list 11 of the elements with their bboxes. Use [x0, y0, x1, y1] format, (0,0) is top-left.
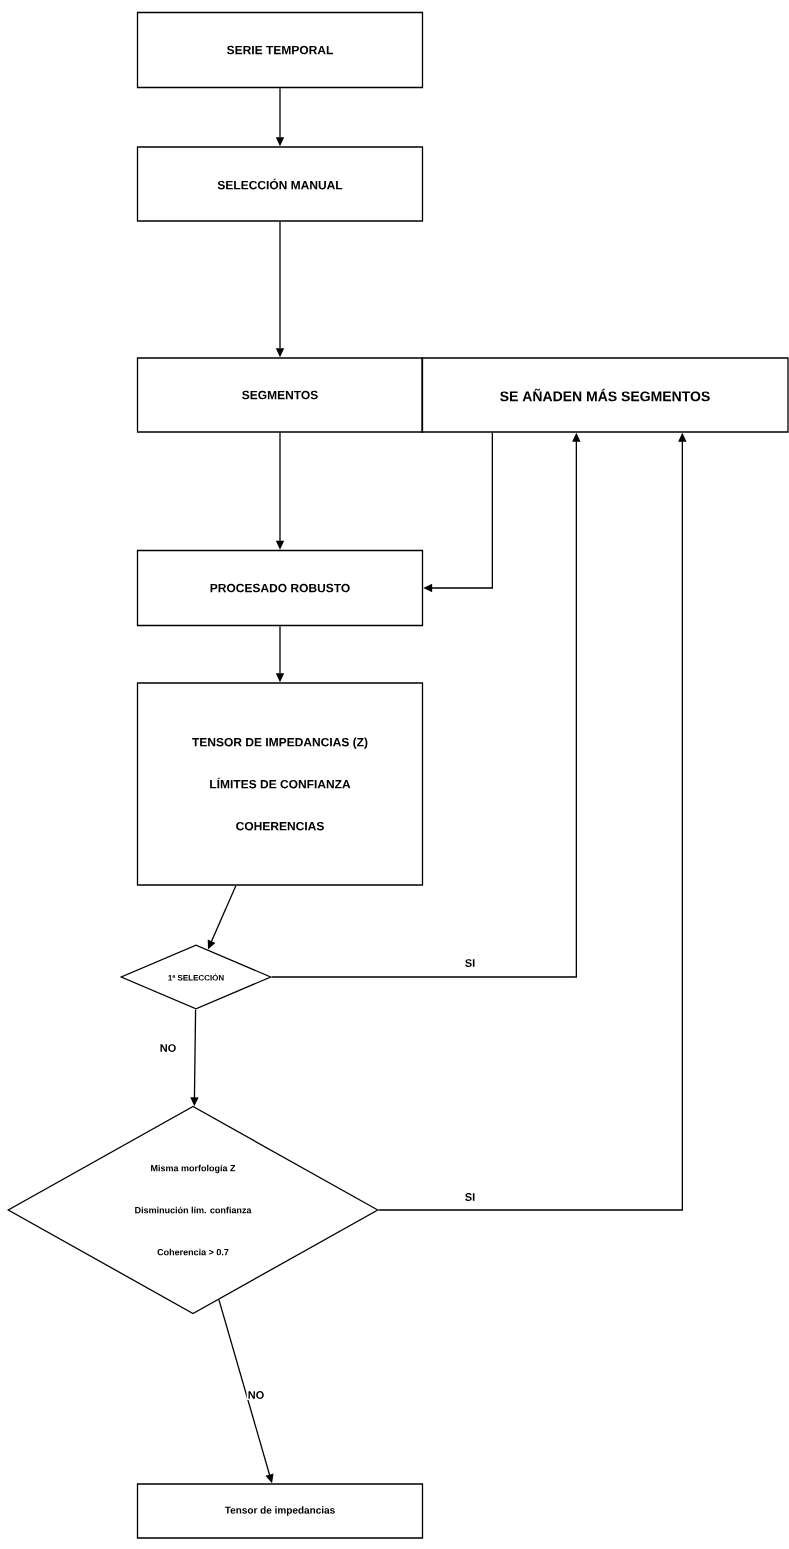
- edge-label: SI: [463, 1192, 477, 1202]
- process-box: SEGMENTOS: [136, 357, 424, 433]
- process-box: TENSOR DE IMPEDANCIAS (Z) LÍMITES DE CONFIANZA COHERENCIAS: [136, 682, 424, 886]
- process-box: PROCESADO ROBUSTO: [136, 549, 424, 627]
- edge-label: SI: [463, 958, 477, 968]
- process-box: SERIE TEMPORAL: [136, 11, 424, 89]
- process-box: SE AÑADEN MÁS SEGMENTOS: [421, 357, 789, 433]
- process-box: Tensor de impedancias: [136, 1483, 424, 1539]
- edge-label: NO: [158, 1043, 178, 1053]
- edge-label: NO: [246, 1390, 266, 1400]
- process-box: SELECCIÓN MANUAL: [136, 146, 424, 222]
